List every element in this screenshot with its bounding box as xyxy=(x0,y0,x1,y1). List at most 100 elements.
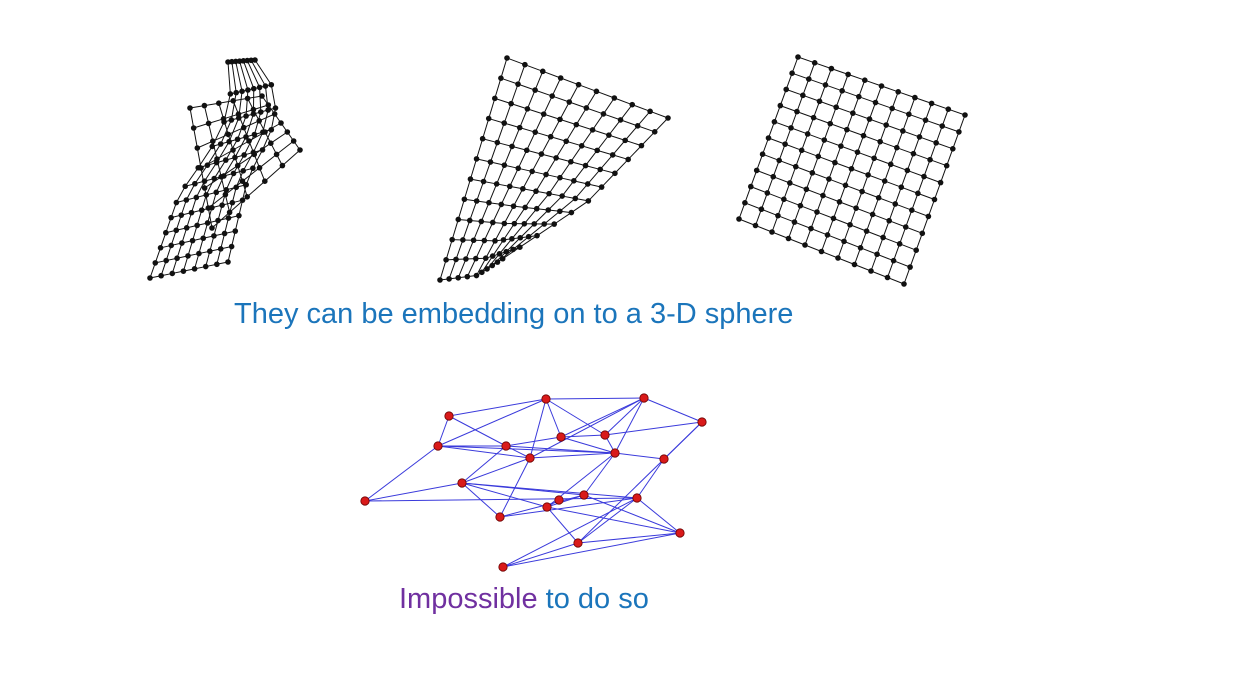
mesh-node xyxy=(534,233,540,239)
mesh-node xyxy=(262,178,268,184)
mesh-node xyxy=(639,143,645,149)
graph-edge xyxy=(547,507,680,533)
mesh-edge xyxy=(477,139,483,159)
mesh-node xyxy=(817,98,823,104)
mesh-node xyxy=(579,143,585,149)
mesh-edge xyxy=(504,104,511,123)
mesh-node xyxy=(481,179,487,185)
mesh-edge xyxy=(260,87,261,112)
mesh-edge xyxy=(190,108,194,128)
mesh-edge xyxy=(562,181,574,196)
mesh-node xyxy=(532,87,538,93)
mesh-node xyxy=(158,273,164,279)
mesh-node xyxy=(759,206,765,212)
mesh-node xyxy=(531,221,537,227)
mesh-node xyxy=(569,210,575,216)
curled-mesh xyxy=(437,55,671,283)
mesh-edge xyxy=(504,206,513,223)
mesh-edge xyxy=(463,220,470,239)
mesh-node xyxy=(753,223,759,229)
mesh-node xyxy=(517,125,523,131)
mesh-edge xyxy=(579,85,597,92)
graph-edge xyxy=(637,498,680,533)
mesh-node xyxy=(246,138,252,144)
mesh-node xyxy=(541,111,547,117)
mesh-edge xyxy=(518,65,525,84)
mesh-node xyxy=(795,54,801,60)
graph-node xyxy=(580,491,588,499)
mesh-node xyxy=(268,140,274,146)
mesh-node xyxy=(545,207,551,213)
mesh-edge xyxy=(560,162,571,178)
mesh-node xyxy=(765,190,771,196)
graph-node xyxy=(526,454,534,462)
mesh-edge xyxy=(271,132,288,143)
graph-node xyxy=(574,539,582,547)
graph-node xyxy=(434,442,442,450)
mesh-node xyxy=(241,125,247,131)
mesh-node xyxy=(473,256,479,262)
mesh-node xyxy=(760,151,766,157)
mesh-node xyxy=(251,152,257,158)
mesh-edge xyxy=(446,240,452,260)
mesh-edge xyxy=(549,178,560,194)
mesh-edge xyxy=(571,201,588,213)
mesh-node xyxy=(540,69,546,75)
mesh-edge xyxy=(613,140,625,155)
mesh-node xyxy=(492,96,498,102)
mesh-node xyxy=(573,122,579,128)
mesh-node xyxy=(498,75,504,81)
mesh-edge xyxy=(458,199,464,219)
mesh-node xyxy=(938,180,944,186)
mesh-edge xyxy=(575,184,587,199)
mesh-node xyxy=(501,221,507,227)
mesh-edge xyxy=(507,58,525,65)
mesh-node xyxy=(192,266,198,272)
graph-edge xyxy=(546,399,605,435)
graph-edge xyxy=(615,453,664,459)
mesh-node xyxy=(500,256,506,262)
mesh-node xyxy=(883,122,889,128)
mesh-node xyxy=(189,210,195,216)
mesh-edge xyxy=(520,109,528,128)
mesh-edge xyxy=(243,61,253,89)
mesh-node xyxy=(816,154,822,160)
mesh-node xyxy=(917,134,923,140)
mesh-node xyxy=(534,206,540,212)
mesh-node xyxy=(501,120,507,126)
mesh-node xyxy=(793,164,799,170)
mesh-node xyxy=(805,131,811,137)
mesh-node xyxy=(557,208,563,214)
mesh-node xyxy=(480,136,486,142)
mesh-node xyxy=(835,255,841,261)
graph-node xyxy=(542,395,550,403)
mesh-edge xyxy=(474,221,482,240)
mesh-node xyxy=(244,194,250,200)
mesh-edge xyxy=(546,158,556,175)
mesh-node xyxy=(618,117,624,123)
mesh-node xyxy=(222,231,228,237)
graph-edge xyxy=(365,483,462,501)
mesh-node xyxy=(825,232,831,238)
mesh-node xyxy=(474,198,480,204)
mesh-edge xyxy=(551,119,560,136)
mesh-node xyxy=(594,89,600,95)
mesh-node xyxy=(195,145,201,151)
graph-edge xyxy=(615,398,644,453)
mesh-edge xyxy=(260,154,277,167)
mesh-node xyxy=(474,156,480,162)
mesh-node xyxy=(810,170,816,176)
mesh-node xyxy=(891,258,897,264)
mesh-edge xyxy=(466,240,474,259)
mesh-node xyxy=(243,113,249,119)
mesh-node xyxy=(806,76,812,82)
random-graph xyxy=(361,394,706,571)
mesh-node xyxy=(748,184,754,190)
mesh-node xyxy=(625,157,631,163)
mesh-node xyxy=(233,90,239,96)
mesh-node xyxy=(622,138,628,144)
mesh-node xyxy=(236,111,242,117)
mesh-node xyxy=(229,117,235,123)
mesh-node xyxy=(211,233,217,239)
